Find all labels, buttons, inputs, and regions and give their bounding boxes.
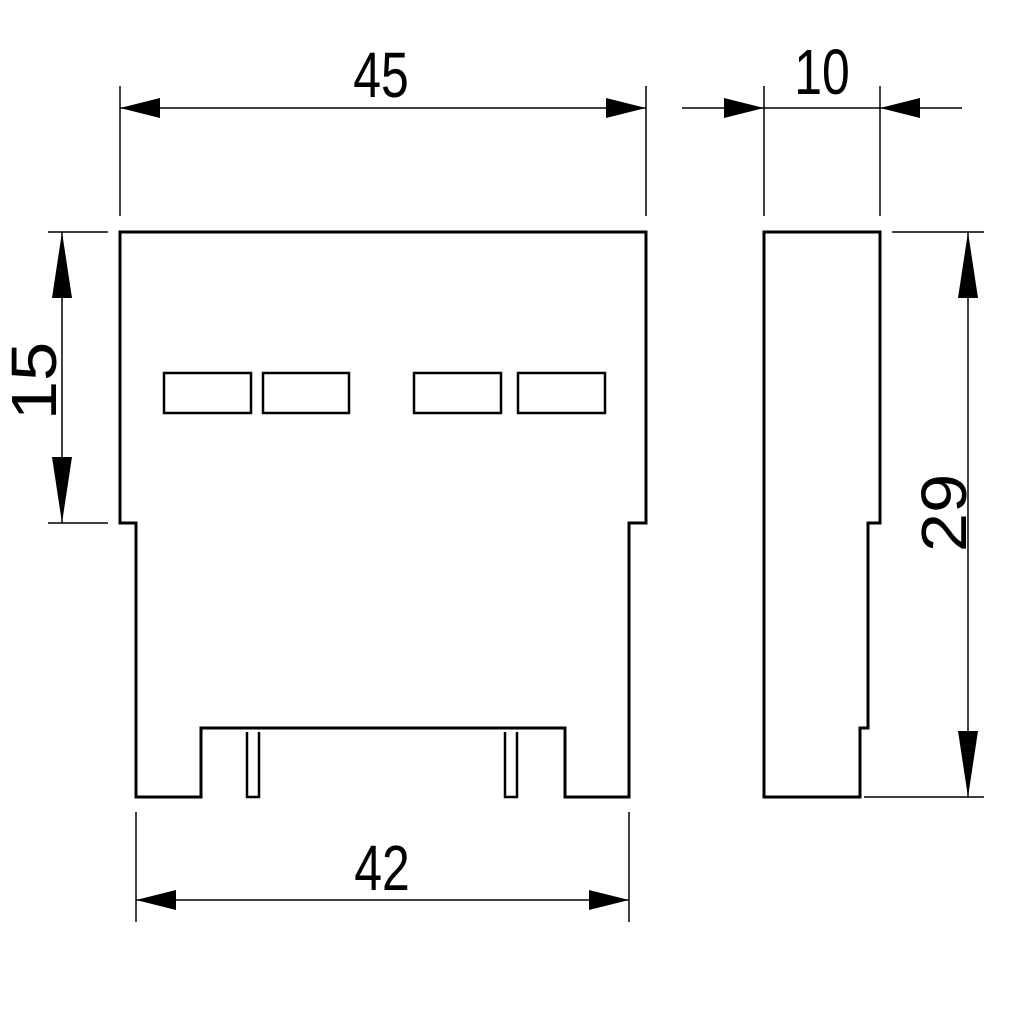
front-pin-left [245, 732, 261, 799]
dimension-base-width: 42 [135, 812, 630, 922]
arrowhead [606, 98, 646, 118]
dimension-side-depth: 10 [682, 37, 962, 216]
arrowhead [136, 890, 176, 910]
front-slot-2 [261, 371, 351, 415]
dimension-total-height: 29 [864, 231, 984, 798]
side-view-outline [762, 230, 882, 799]
dimension-label: 15 [0, 342, 70, 420]
front-view-outline [118, 230, 648, 799]
arrowhead [880, 98, 920, 118]
front-pin-right [503, 732, 519, 799]
side-view [762, 230, 882, 799]
front-slot-1 [162, 371, 253, 415]
front-view [118, 230, 648, 799]
arrowhead [120, 98, 160, 118]
arrowhead [958, 731, 978, 797]
arrowhead [52, 457, 72, 523]
dimension-label: 42 [354, 833, 410, 904]
arrowhead [52, 232, 72, 298]
dimension-label: 45 [353, 40, 409, 111]
front-slot-4 [516, 371, 607, 415]
dimension-front-width: 45 [119, 40, 647, 216]
dimension-label: 29 [909, 474, 980, 552]
dimension-upper-height: 15 [0, 231, 108, 524]
arrowhead [724, 98, 764, 118]
dimension-label: 10 [794, 37, 850, 108]
front-slot-3 [412, 371, 503, 415]
arrowhead [958, 232, 978, 298]
arrowhead [589, 890, 629, 910]
